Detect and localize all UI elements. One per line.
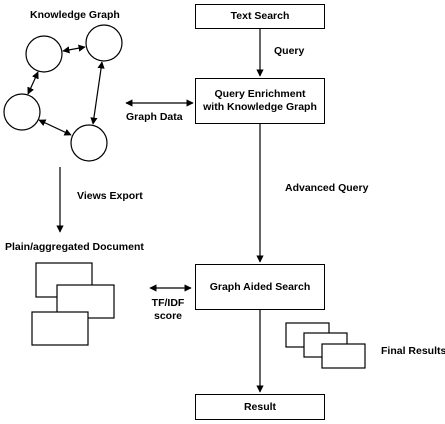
final-results-label: Final Results: [381, 345, 445, 357]
graph-aided-search-box: Graph Aided Search: [195, 264, 325, 310]
graph-node-left: [3, 93, 41, 131]
edge-tl-left: [27, 71, 39, 95]
result-box: Result: [195, 394, 325, 420]
edge-left-bottom: [38, 119, 72, 136]
views-export-label: Views Export: [77, 190, 143, 202]
query-enrichment-line2: with Knowledge Graph: [203, 101, 317, 113]
text-search-label: Text Search: [230, 10, 290, 22]
edge-tl-tr: [62, 44, 86, 54]
tfidf-line1: TF/IDF: [151, 297, 185, 309]
tfidf-line2: score: [153, 310, 183, 322]
tfidf-label: TF/IDF score: [146, 297, 190, 323]
graph-aided-search-label: Graph Aided Search: [209, 280, 311, 293]
result-label: Result: [243, 400, 277, 413]
graph-node-bottom: [70, 124, 108, 162]
query-enrichment-line1: Query Enrichment: [214, 88, 306, 100]
query-label: Query: [274, 45, 305, 57]
edge-tr-bottom: [90, 61, 105, 125]
advanced-query-label: Advanced Query: [285, 182, 369, 194]
graph-node-top-left: [25, 35, 63, 73]
document-sheet-3: [31, 311, 89, 346]
knowledge-graph-title: Knowledge Graph: [30, 9, 120, 21]
result-sheet-3: [321, 343, 366, 369]
text-search-box: Text Search: [195, 4, 325, 29]
graph-node-top-right: [85, 24, 123, 62]
graph-data-label: Graph Data: [126, 111, 183, 123]
plain-document-label: Plain/aggregated Document: [5, 241, 144, 253]
query-enrichment-box: Query Enrichment with Knowledge Graph: [195, 78, 325, 124]
